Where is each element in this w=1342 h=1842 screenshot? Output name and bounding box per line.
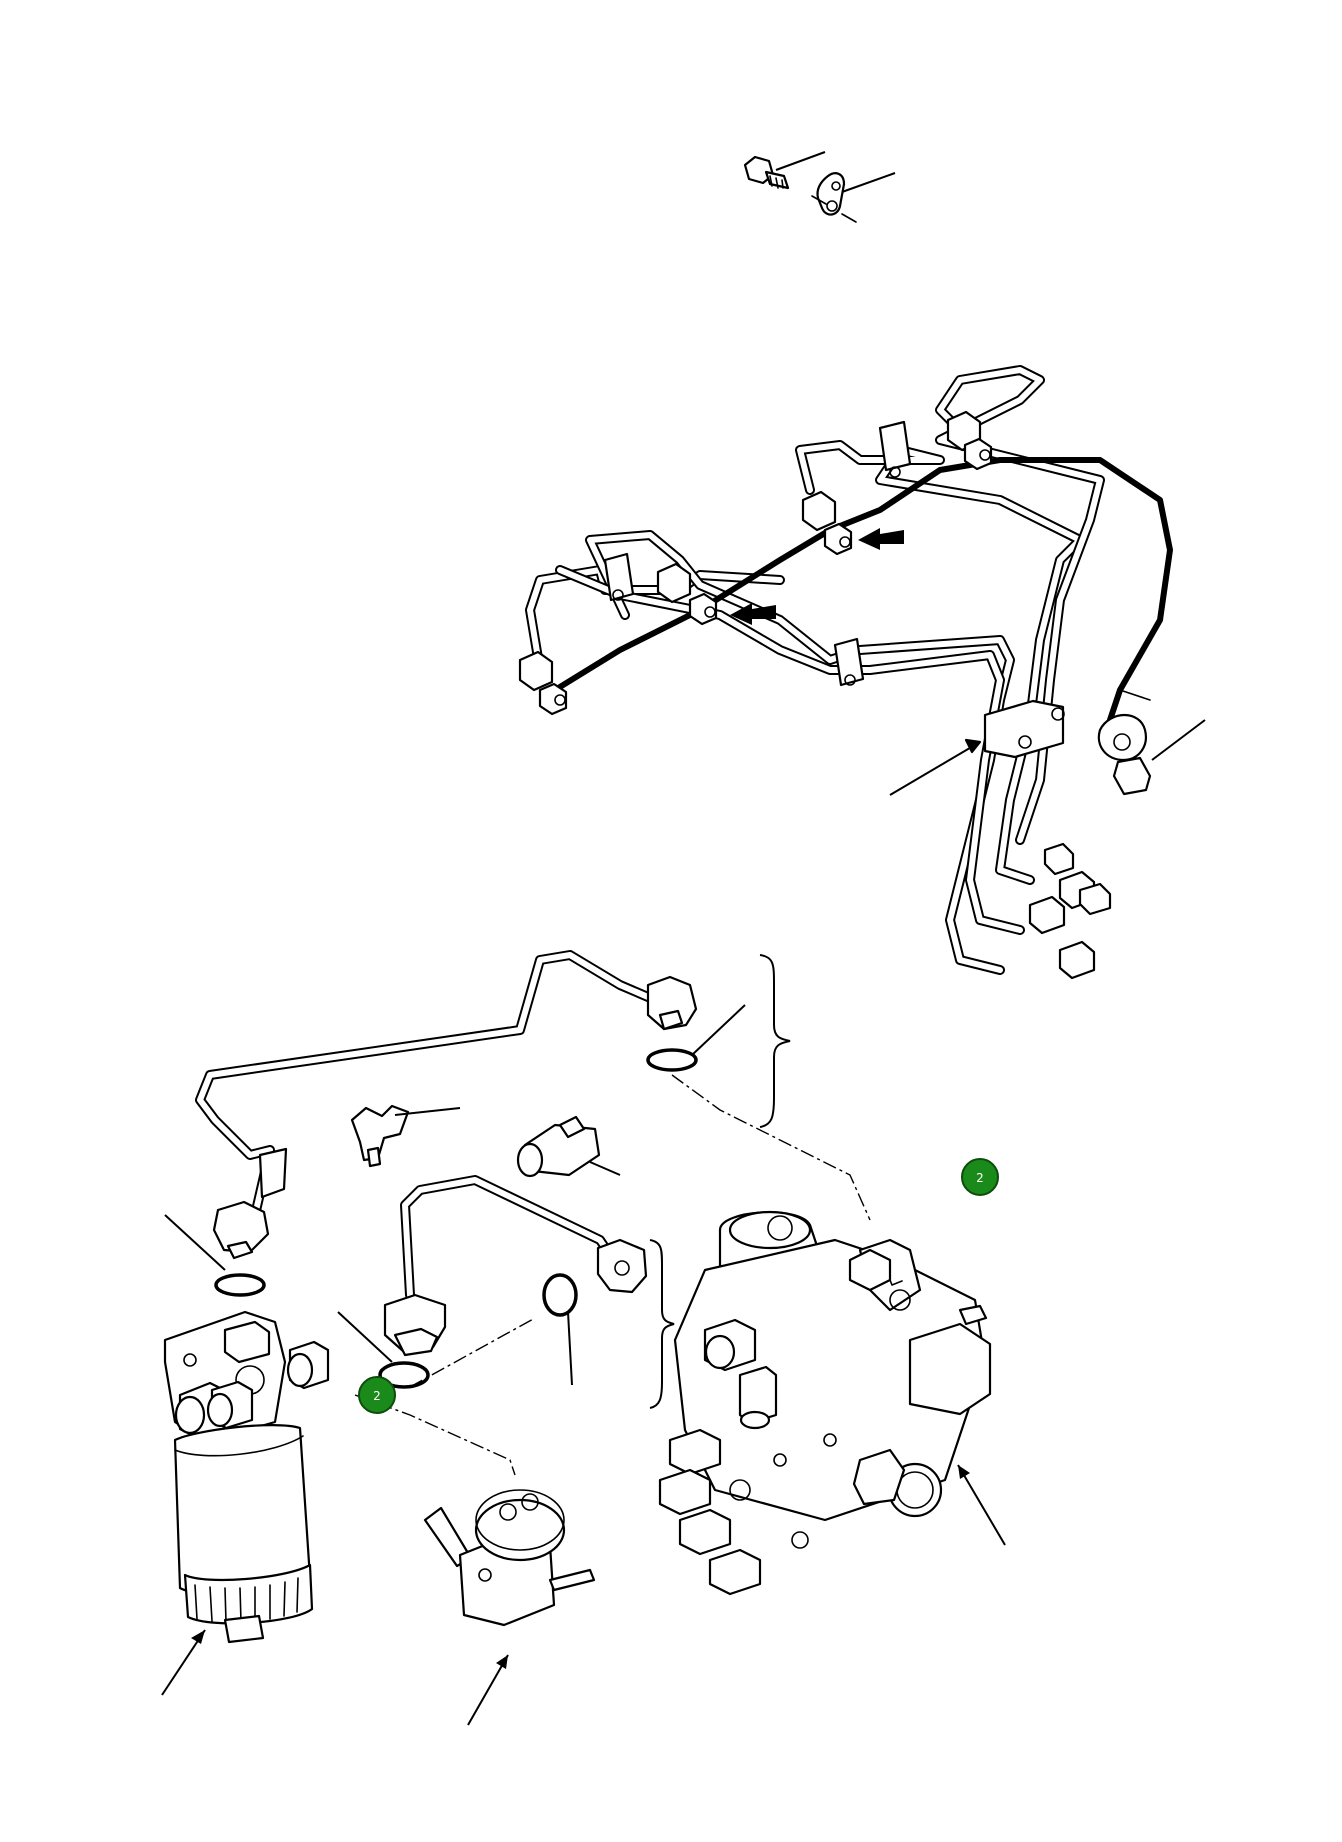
o-ring-filter-top <box>214 1273 266 1297</box>
fuel-pipe-filter-to-pump <box>195 950 698 1260</box>
pump-end-fittings <box>1028 842 1112 980</box>
injector-fitting-3 <box>801 490 853 556</box>
arrowhead-fuel-filter <box>191 1630 205 1644</box>
reference-badge-left-label: 2 <box>373 1389 381 1403</box>
alignment-line-2 <box>409 1317 536 1388</box>
leader-pressure-sensor <box>589 1161 621 1176</box>
reference-badge-right[interactable]: 2 <box>961 1158 999 1196</box>
o-ring-lift-pump-right <box>542 1273 578 1317</box>
return-banjo-fitting <box>1097 714 1152 796</box>
pipe-bracket-2 <box>878 420 912 478</box>
reference-arrow-1 <box>730 603 776 625</box>
leader-o-ring-upper-right <box>691 1004 746 1056</box>
leader-arrowhead <box>964 738 982 754</box>
leader-o-ring-filter-top <box>164 1214 226 1271</box>
leader-o-ring-lift-pump-left <box>337 1311 393 1363</box>
brace-lower <box>649 1239 675 1409</box>
reference-badge-left[interactable]: 2 <box>358 1376 396 1414</box>
injection-pump <box>658 1210 992 1596</box>
pipe-clip <box>350 1104 410 1168</box>
reference-badge-right-label: 2 <box>976 1171 984 1185</box>
o-ring-lift-pump-left <box>378 1361 430 1389</box>
arrowhead-injection-pump <box>958 1465 970 1479</box>
fuel-filter-assembly <box>163 1310 330 1644</box>
pipe-bracket-3 <box>833 637 865 687</box>
banjo-bolt <box>743 155 790 190</box>
injector-fitting-1 <box>518 650 568 716</box>
leader-banjo-bolt <box>775 151 826 171</box>
brace-upper <box>759 954 791 1128</box>
fuel-pipe-lift-pump <box>383 1175 648 1357</box>
leader-o-ring-lift-pump-right <box>567 1311 573 1386</box>
arrowhead-lift-pump <box>496 1655 508 1669</box>
lift-pump <box>423 1489 596 1627</box>
leader-injection-pump <box>957 1464 1006 1546</box>
leader-clamp-block <box>889 741 981 796</box>
pipe-clamp <box>816 172 846 216</box>
leader-lift-pump <box>467 1654 509 1726</box>
leader-pipe-clamp <box>841 172 896 193</box>
leader-return-fitting <box>1151 719 1206 761</box>
leader-pipe-clip <box>394 1107 461 1116</box>
o-ring-upper-right <box>646 1048 698 1072</box>
reference-arrow-2 <box>858 528 904 550</box>
alignment-line-1 <box>671 1074 871 1221</box>
pipe-bracket-1 <box>603 552 635 602</box>
injector-pipe-harness <box>518 365 1206 980</box>
injector-fitting-4 <box>946 410 993 471</box>
pipe-clamp-block <box>983 699 1065 759</box>
pressure-sensor <box>516 1115 601 1178</box>
injector-fitting-2 <box>656 562 718 626</box>
